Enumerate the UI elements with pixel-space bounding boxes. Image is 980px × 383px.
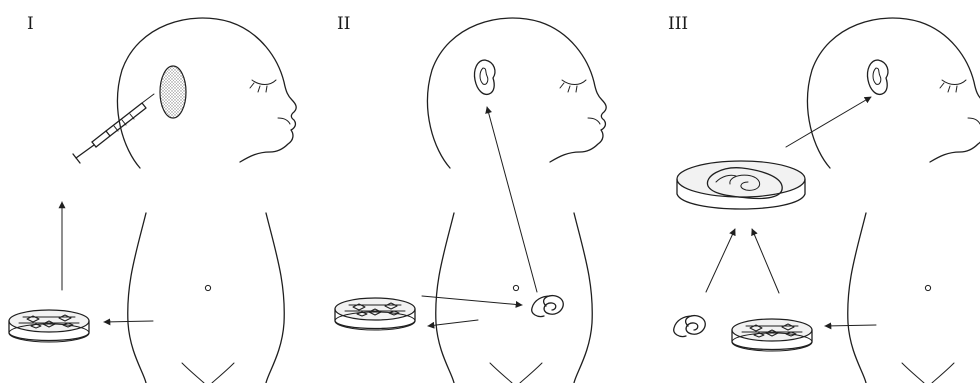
cartilage-tissue-2 <box>532 296 564 317</box>
patient-torso-1 <box>128 213 285 383</box>
culture-dish-2 <box>335 298 415 330</box>
injection-site <box>160 66 186 118</box>
patient-head-2 <box>427 18 606 168</box>
culture-dish-3 <box>732 319 812 351</box>
scaffold-dish <box>677 161 805 209</box>
patient-head-1 <box>117 18 296 168</box>
ear-icon-2 <box>474 60 494 94</box>
arrow-tissue-to-scaffold <box>706 229 735 292</box>
panel-3 <box>674 18 980 383</box>
arrow-dish-to-tissue <box>422 296 522 305</box>
arrow-body-to-dish-3 <box>825 325 876 326</box>
ear-icon-3 <box>867 60 887 94</box>
patient-torso-3 <box>848 213 980 383</box>
arrow-tissue-to-ear <box>487 107 537 292</box>
culture-dish-1 <box>9 310 89 342</box>
panel-1 <box>9 18 296 383</box>
arrow-body-to-dish-1 <box>104 321 153 322</box>
syringe-icon <box>73 94 154 163</box>
patient-torso-2 <box>436 213 593 383</box>
patient-head-3 <box>807 18 980 168</box>
arrow-scaffold-to-ear <box>786 97 871 147</box>
cartilage-tissue-3 <box>674 316 706 337</box>
arrow-dish-to-scaffold <box>752 229 779 293</box>
panel-2 <box>335 18 606 383</box>
